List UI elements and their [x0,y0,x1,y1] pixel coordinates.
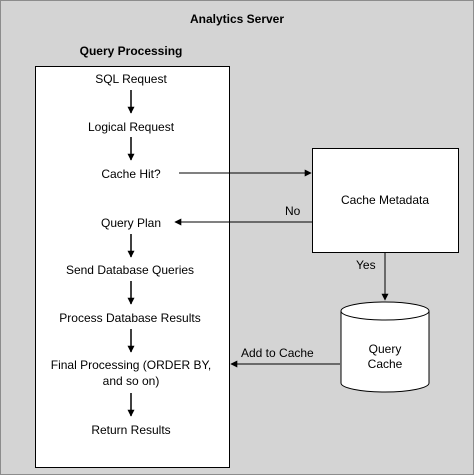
query-processing-panel [35,66,230,468]
edge-label-no: No [285,204,301,218]
step-cache-hit: Cache Hit? [101,167,161,181]
query-cache-cylinder [340,301,430,393]
step-send-database-queries: Send Database Queries [65,263,195,277]
step-final-processing-line1: Final Processing (ORDER BY, [50,358,212,372]
edge-label-add-to-cache: Add to Cache [241,346,314,360]
cache-metadata-box [312,148,459,253]
edge-label-yes: Yes [356,258,376,272]
step-logical-request: Logical Request [87,120,175,134]
query-processing-title: Query Processing [79,44,183,58]
step-return-results: Return Results [91,423,171,437]
step-final-processing-line2: and so on) [102,374,160,388]
query-cache-label-line2: Cache [367,357,403,371]
analytics-server-title: Analytics Server [189,12,285,26]
step-process-database-results: Process Database Results [59,311,201,325]
cache-metadata-label: Cache Metadata [340,193,430,207]
query-cache-label-line1: Query [368,342,402,356]
step-sql-request: SQL Request [95,72,167,86]
step-query-plan: Query Plan [100,216,162,230]
